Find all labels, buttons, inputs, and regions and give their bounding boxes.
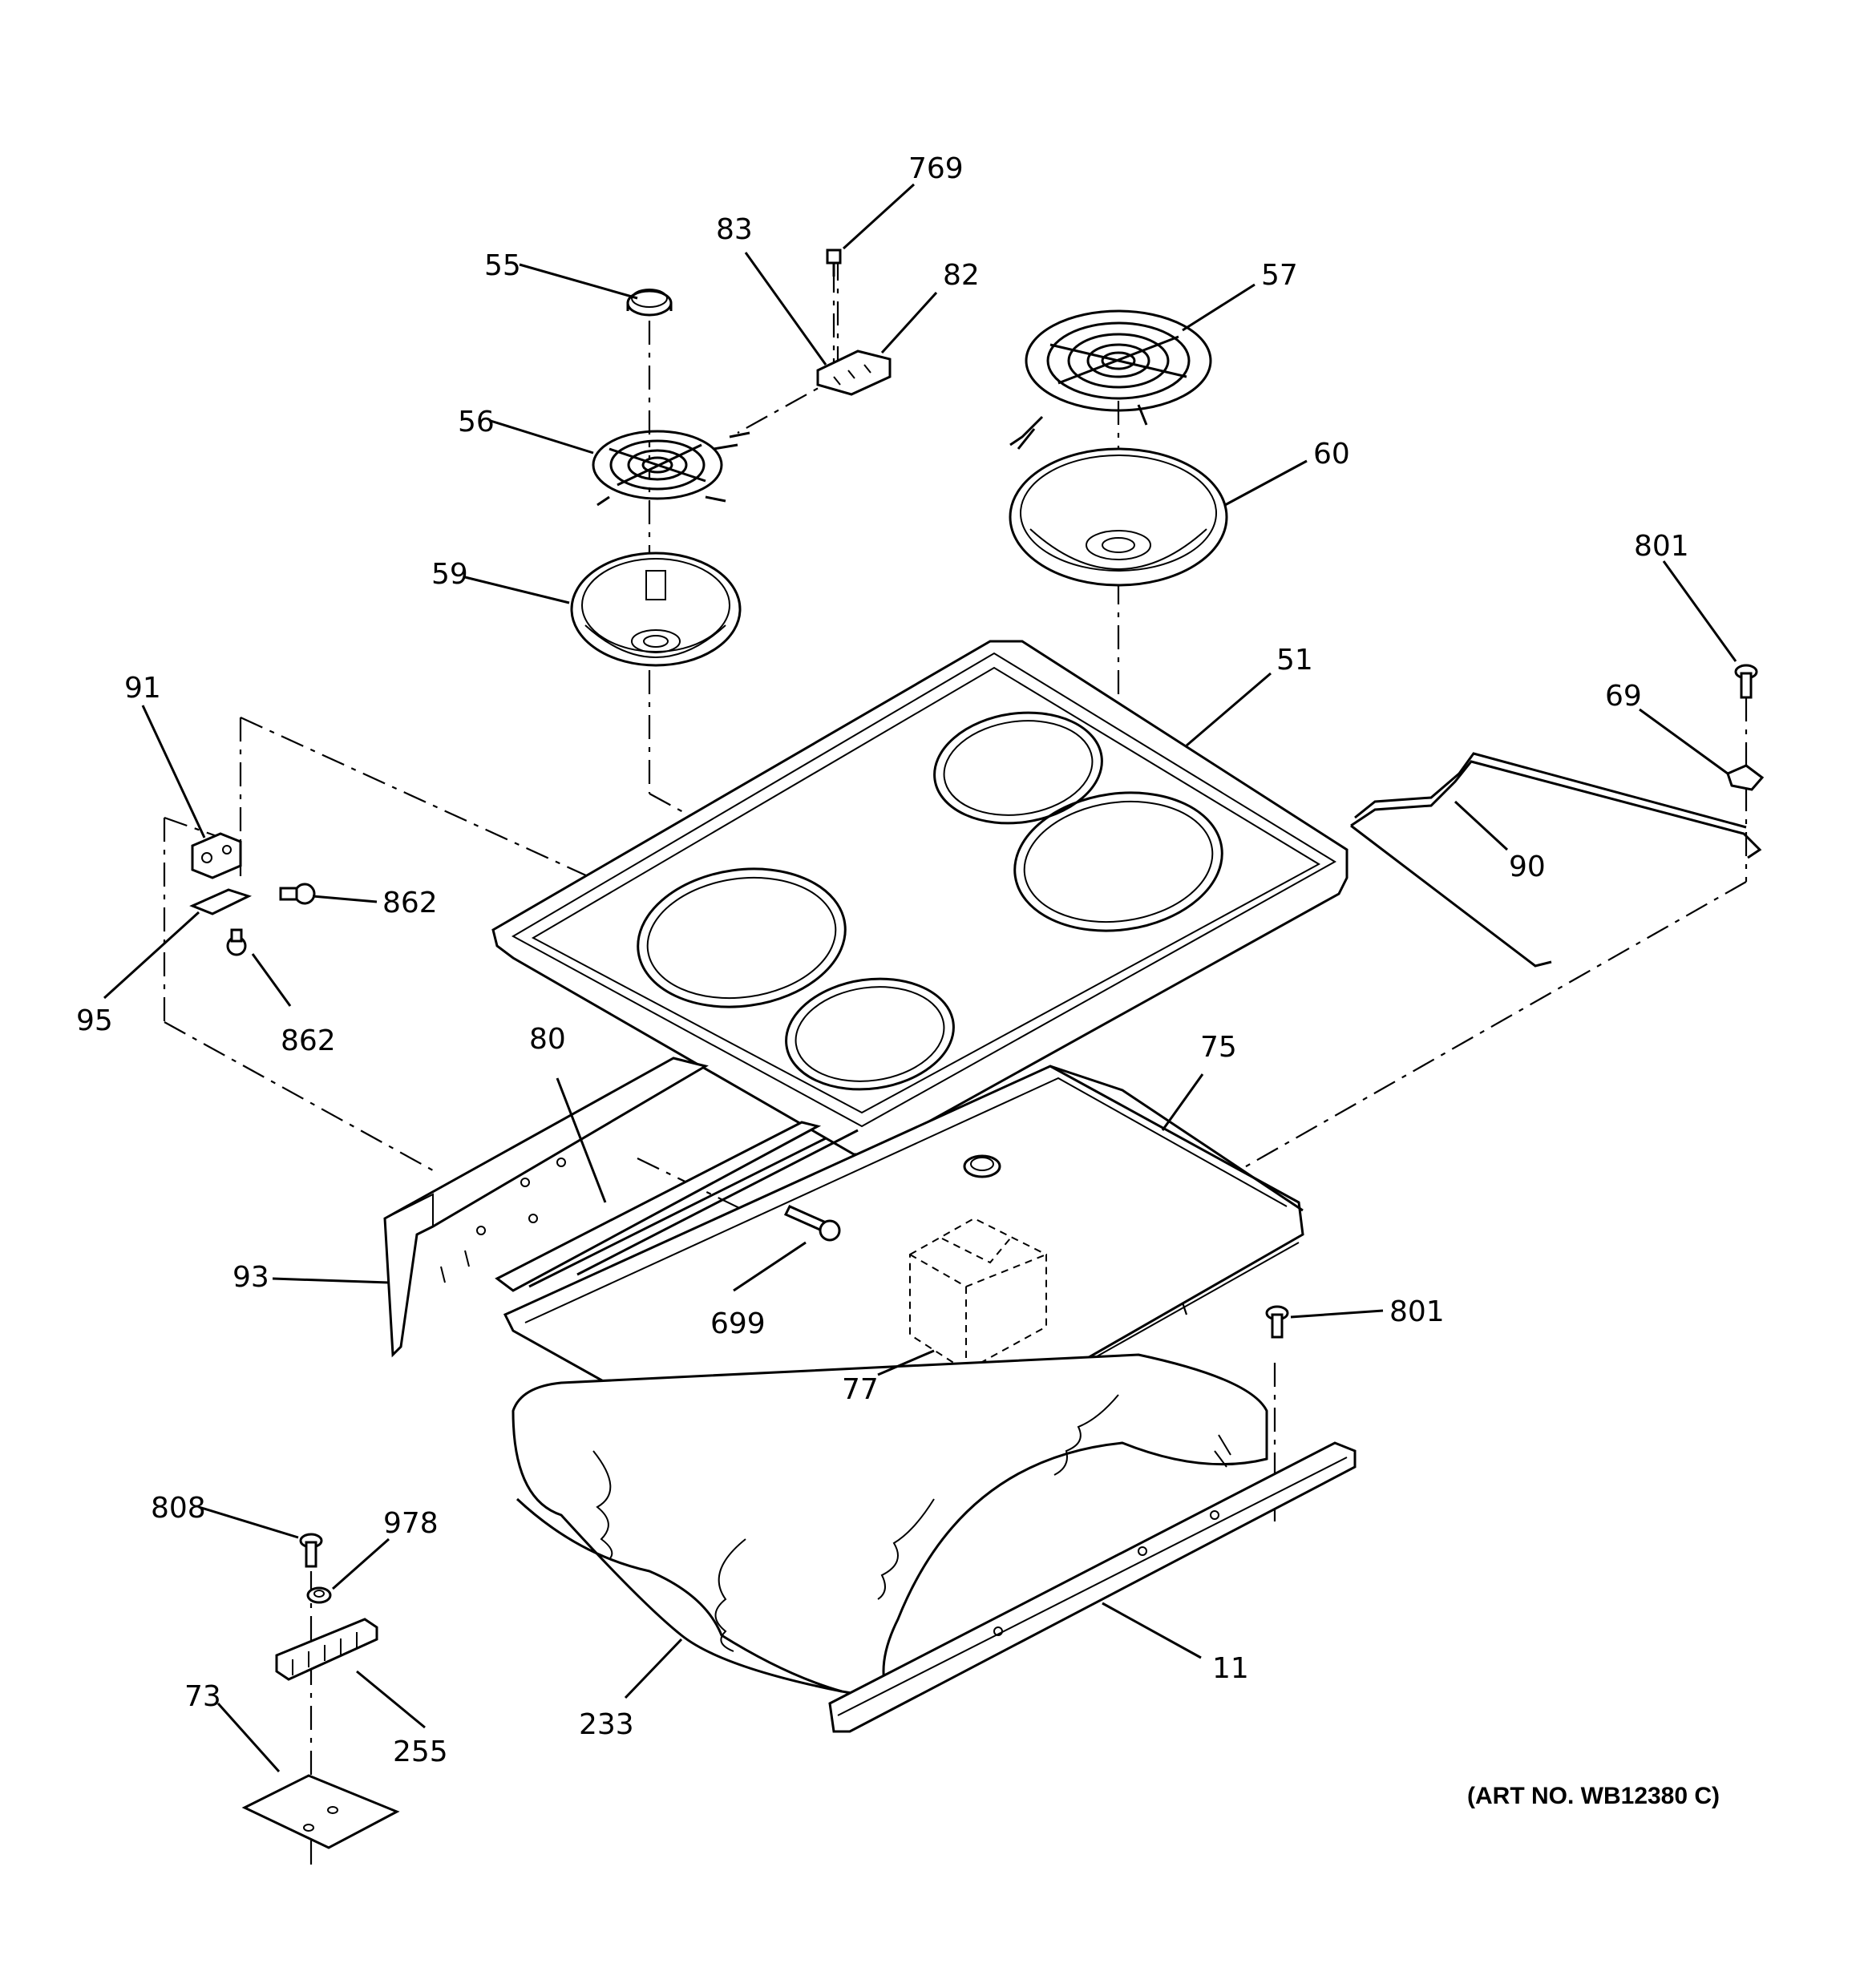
callout-11: 11: [1212, 1652, 1249, 1685]
callout-91: 91: [124, 672, 161, 705]
screw-862-b: [226, 928, 247, 956]
small-drip-pan: [570, 552, 742, 667]
small-surface-element: [592, 430, 750, 507]
element-ring-cap: [626, 289, 673, 317]
callout-labels: 769 83 82 55 56 59 57 60 51 801 69 90 91…: [76, 152, 1720, 1809]
callout-801-lower: 801: [1389, 1295, 1445, 1328]
callout-93: 93: [232, 1261, 269, 1294]
callout-69: 69: [1605, 680, 1642, 713]
callout-978: 978: [383, 1507, 439, 1540]
callout-862-lower: 862: [281, 1024, 336, 1057]
callout-801-top: 801: [1634, 530, 1689, 563]
callout-77: 77: [842, 1373, 879, 1406]
callout-255: 255: [393, 1735, 448, 1768]
callout-60: 60: [1313, 438, 1350, 471]
side-panel: [383, 1057, 709, 1358]
callout-233: 233: [579, 1708, 634, 1741]
insulation-blanket: [512, 1353, 1268, 1701]
callout-75: 75: [1200, 1031, 1237, 1064]
support-rod: [1350, 752, 1762, 968]
screw-801-b: [1265, 1305, 1289, 1339]
callout-862-right: 862: [382, 887, 438, 919]
callout-808: 808: [151, 1492, 206, 1525]
leader-lines: [103, 183, 1737, 1772]
callout-769: 769: [908, 152, 964, 185]
nut-978: [306, 1586, 332, 1604]
screw-862-a: [279, 883, 316, 905]
bracket-plate: [189, 888, 253, 915]
callout-59: 59: [431, 558, 468, 591]
callout-83: 83: [716, 213, 753, 246]
callout-90: 90: [1509, 851, 1546, 883]
large-drip-pan: [1009, 447, 1228, 587]
callout-73: 73: [184, 1680, 221, 1713]
insulator-pad-73: [241, 1774, 400, 1849]
hinge-bracket: [191, 832, 242, 879]
art-number: (ART NO. WB12380 C): [1467, 1783, 1720, 1809]
terminal-block-255: [275, 1618, 378, 1681]
retaining-clip: [1726, 764, 1765, 791]
screw-top-right: [1734, 664, 1758, 699]
callout-56: 56: [458, 406, 495, 438]
screw-699: [783, 1205, 841, 1242]
screw-808: [299, 1533, 323, 1568]
callout-57: 57: [1261, 259, 1298, 292]
callout-699: 699: [710, 1307, 766, 1340]
callout-55: 55: [484, 249, 521, 282]
terminal-block: [816, 248, 892, 396]
front-trim-strip: [828, 1441, 1357, 1733]
callout-51: 51: [1276, 644, 1313, 677]
large-surface-element: [1009, 309, 1212, 450]
callout-80: 80: [529, 1023, 566, 1056]
front-channel: [495, 1121, 859, 1292]
callout-82: 82: [943, 259, 980, 292]
callout-95: 95: [76, 1004, 113, 1037]
cooktop-main-top: [491, 640, 1348, 1156]
